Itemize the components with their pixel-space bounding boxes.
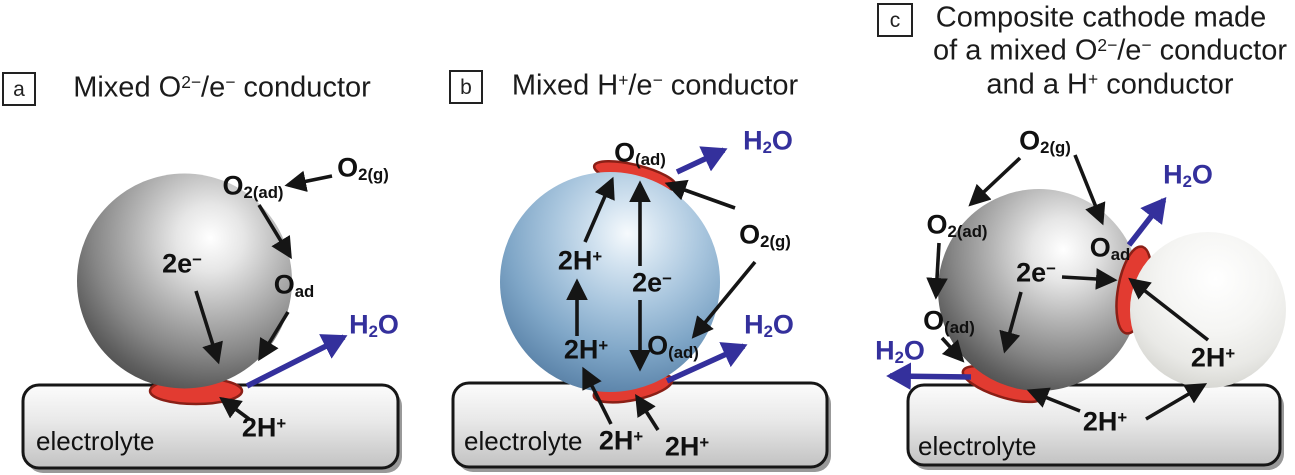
panel-b-diagram (451, 146, 831, 472)
panel-c-diagram (886, 154, 1286, 470)
label-o2ad-a: O2(ad) (222, 170, 284, 202)
label-2h-slab-right-b: 2H+ (664, 431, 710, 462)
panel-title-c-line2: of a mixed O2−/e− conductor (933, 34, 1287, 67)
arrow-o2g-to-oad-bottom-b (691, 260, 757, 339)
label-2h-slab-c: 2H+ (1082, 406, 1128, 437)
arrow-slab-2h-to-patch-c (1026, 387, 1081, 413)
label-2h-a: 2H+ (241, 412, 287, 443)
label-oad-mid-c: Oad (1089, 232, 1131, 264)
mixed-o2-e-conductor-sphere-a (77, 173, 292, 389)
label-2e-a: 2e− (162, 248, 202, 279)
arrow-2e-to-interface-c (1061, 268, 1118, 290)
arrow-o2g-left-c (968, 156, 1022, 207)
arrow-gas-to-top-patch-b (664, 179, 736, 210)
arrow-oad-to-patch-c (940, 336, 965, 363)
electrolyte-slab-c (906, 383, 1282, 467)
arrow-slab-2h-to-patch-b (635, 393, 660, 431)
label-2h-white-c: 2H+ (1190, 342, 1236, 373)
arrow-oad-to-patch-a (258, 311, 290, 362)
arrow-2h-chain-upper-b (583, 176, 615, 243)
label-o2g-b: O2(g) (739, 219, 791, 251)
label-h2o-a: H2O (349, 309, 399, 341)
label-electrolyte-c: electrolyte (918, 431, 1037, 461)
label-h2o-top-c: H2O (1163, 159, 1213, 191)
arrow-o2ad-down-c (926, 242, 948, 300)
arrow-2e-to-patch-a (194, 290, 223, 365)
arrow-o2ad-to-oad-a (257, 204, 292, 260)
arrow-patch-to-h2o-left-c (886, 362, 972, 391)
label-electrolyte-b: electrolyte (464, 426, 583, 456)
arrow-2h-to-patch-a (219, 396, 251, 421)
proton-conductor-sphere-c (1130, 232, 1286, 388)
arrow-slab-2h-into-sphere-b (582, 366, 613, 425)
panel-title-c-line3: and a H+ conductor (986, 68, 1234, 101)
label-o2g-a: O2(g) (337, 152, 389, 184)
label-2e-b: 2e− (632, 267, 672, 298)
arrow-bottom-patch-to-h2o-b (665, 342, 748, 384)
arrow-interface-to-h2o-c (1126, 196, 1167, 247)
panel-label-c: c (877, 3, 913, 37)
arrow-top-patch-to-h2o-b (675, 146, 728, 175)
label-2h-upper-b: 2H+ (557, 245, 603, 276)
mixed-o2-e-conductor-sphere-c (938, 189, 1140, 391)
label-electrolyte-a: electrolyte (36, 426, 155, 456)
label-2h-lower-b: 2H+ (563, 334, 609, 365)
label-2h-slab-left-b: 2H+ (598, 425, 644, 456)
panel-title-b: Mixed H+/e− conductor (511, 69, 799, 102)
label-oad-a: Oad (273, 269, 315, 301)
mixed-h-e-conductor-sphere-b (500, 172, 720, 392)
panel-title-c-line1: Composite cathode made (935, 1, 1267, 34)
label-h2o-top-b: H2O (743, 125, 793, 157)
label-o2g-c: O2(g) (1019, 125, 1071, 157)
label-oad-low-c: O(ad) (923, 305, 975, 337)
label-h2o-bottom-b: H2O (744, 309, 794, 341)
label-h2o-left-c: H2O (875, 335, 925, 367)
arrow-patch-to-h2o-a (245, 334, 348, 389)
panel-label-b: b (449, 70, 483, 104)
label-oad-bottom-b: O(ad) (647, 330, 699, 362)
label-oad-top-b: O(ad) (614, 137, 666, 169)
panel-a-diagram (21, 170, 402, 473)
panel-label-a: a (2, 72, 36, 106)
arrow-o2g-right-c (1073, 154, 1106, 226)
panel-title-a: Mixed O2−/e− conductor (73, 71, 371, 104)
arrow-o2gas-to-o2ad-a (284, 170, 333, 192)
arrow-slab-2h-into-proton-sphere-c (1145, 383, 1208, 421)
arrow-2h-to-interface-c (1128, 277, 1210, 342)
arrow-2e-to-bottom-patch-c (999, 291, 1023, 354)
label-2e-c: 2e− (1016, 257, 1056, 288)
label-o2ad-c: O2(ad) (926, 209, 988, 241)
